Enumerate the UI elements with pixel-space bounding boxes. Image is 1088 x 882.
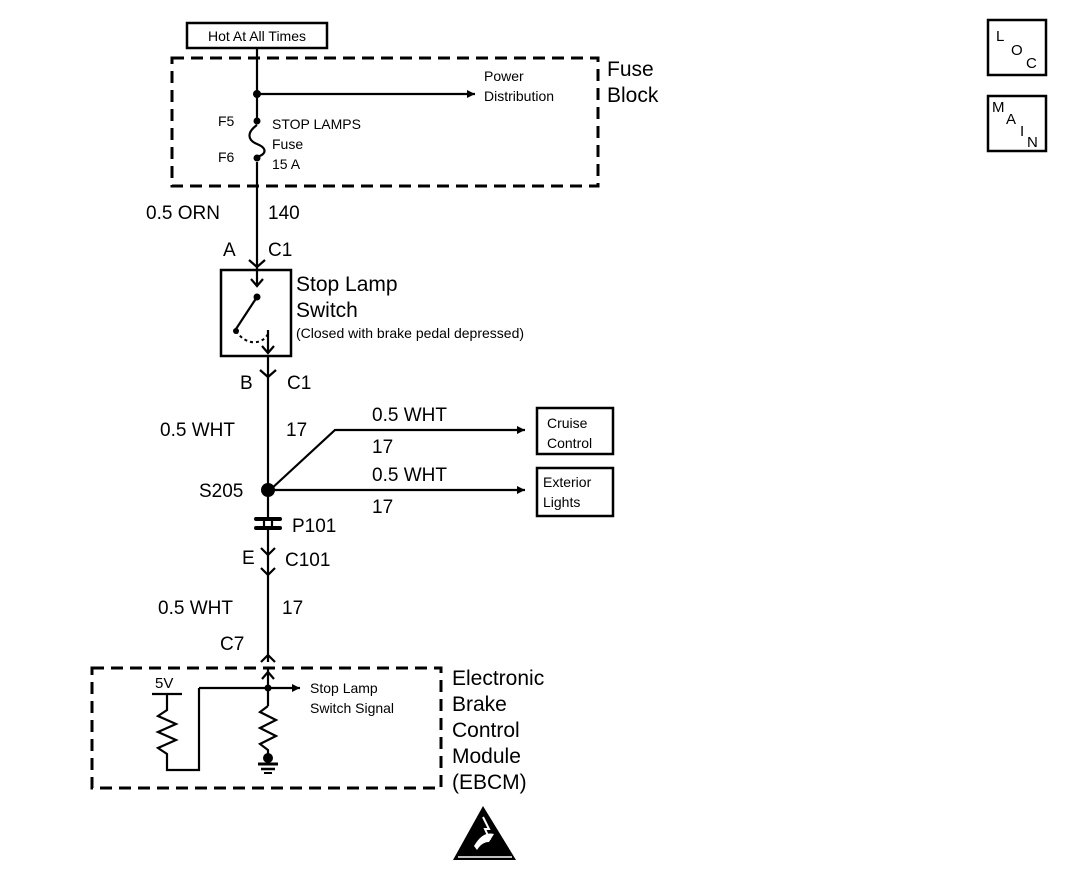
branch-exterior-circuit: 17 xyxy=(372,497,393,518)
ebcm-title-3: Control xyxy=(452,719,520,742)
main-letter-n: N xyxy=(1027,134,1038,151)
c7-label: C7 xyxy=(220,634,244,655)
wire-wht-lower-gauge: 0.5 WHT xyxy=(158,598,233,619)
fuse-block-title-2: Block xyxy=(607,84,659,107)
loc-letter-o: O xyxy=(1011,42,1023,59)
ebcm-title-4: Module xyxy=(452,745,521,768)
stop-lamp-switch-title-1: Stop Lamp xyxy=(296,273,398,296)
fuse-terminal-f5 xyxy=(253,117,261,125)
c101-connector-icon-a xyxy=(260,547,276,557)
c7-connector-icon xyxy=(260,653,276,663)
fuse-block-title-1: Fuse xyxy=(607,58,654,81)
fuse-f5-label: F5 xyxy=(218,113,235,129)
exterior-lights-label-2: Lights xyxy=(543,494,580,510)
fuse-name-3: 15 A xyxy=(272,156,301,172)
c1-bottom-connector-icon xyxy=(259,369,277,379)
cruise-control-box xyxy=(535,406,615,456)
splice-s205-label: S205 xyxy=(199,481,243,502)
c101-connector-icon-b xyxy=(260,567,276,577)
fuse-name-1: STOP LAMPS xyxy=(272,116,361,132)
loc-letter-c: C xyxy=(1026,55,1037,72)
loc-nav-button[interactable]: L O C xyxy=(986,18,1048,77)
power-source-label: Hot At All Times xyxy=(185,21,329,50)
exterior-lights-box xyxy=(535,466,615,518)
cruise-control-label-1: Cruise xyxy=(547,415,588,431)
branch-cruise-circuit: 17 xyxy=(372,437,393,458)
c1-bottom-name: C1 xyxy=(287,373,311,394)
power-source-text: Hot At All Times xyxy=(208,28,306,44)
switch-icon xyxy=(233,270,275,355)
pull-down-resistor-icon xyxy=(257,705,279,756)
c1-top-name: C1 xyxy=(268,240,292,261)
ground-icon xyxy=(258,753,278,774)
wire-wht-main-circuit: 17 xyxy=(286,420,307,441)
pull-up-resistor-icon xyxy=(155,688,201,772)
branch-cruise-wire xyxy=(269,426,525,491)
c101-name: C101 xyxy=(285,550,330,571)
esd-warning-icon xyxy=(453,806,516,860)
ebcm-title-2: Brake xyxy=(452,693,507,716)
c1-top-pin: A xyxy=(223,240,236,261)
fuse-terminal-f6 xyxy=(253,154,261,162)
branch-exterior-gauge: 0.5 WHT xyxy=(372,465,447,486)
loc-letter-l: L xyxy=(996,28,1004,45)
pass-through-p101-label: P101 xyxy=(292,516,336,537)
power-distribution-label-2: Distribution xyxy=(484,88,554,104)
c101-pin: E xyxy=(242,548,255,569)
fuse-block-outline xyxy=(170,56,600,188)
c1-bottom-pin: B xyxy=(240,373,253,394)
ebcm-title-5: (EBCM) xyxy=(452,771,527,794)
stop-lamp-switch-note: (Closed with brake pedal depressed) xyxy=(296,325,524,341)
ebcm-outline xyxy=(90,666,443,790)
wire-orn-circuit: 140 xyxy=(268,203,300,224)
wire-orn-gauge: 0.5 ORN xyxy=(146,203,220,224)
fuse-f6-label: F6 xyxy=(218,149,235,165)
main-letter-m: M xyxy=(992,99,1005,116)
fuse-icon xyxy=(248,124,266,159)
stop-lamp-signal-label-2: Switch Signal xyxy=(310,700,394,716)
ebcm-title-1: Electronic xyxy=(452,667,544,690)
exterior-lights-label-1: Exterior xyxy=(543,474,592,490)
stop-lamp-switch-title-2: Switch xyxy=(296,299,358,322)
ebcm-5v-label: 5V xyxy=(155,675,173,692)
wire-wht-lower-circuit: 17 xyxy=(282,598,303,619)
branch-cruise-gauge: 0.5 WHT xyxy=(372,405,447,426)
main-nav-button[interactable]: M A I N xyxy=(986,94,1048,153)
wire-wht-main-gauge: 0.5 WHT xyxy=(160,420,235,441)
main-letter-i: I xyxy=(1020,123,1024,140)
stop-lamp-signal-label-1: Stop Lamp xyxy=(310,680,378,696)
main-letter-a: A xyxy=(1006,111,1016,128)
power-distribution-label-1: Power xyxy=(484,68,524,84)
fuse-name-2: Fuse xyxy=(272,136,303,152)
cruise-control-label-2: Control xyxy=(547,435,592,451)
pass-through-p101-icon xyxy=(254,517,282,530)
splice-s205 xyxy=(261,483,275,497)
